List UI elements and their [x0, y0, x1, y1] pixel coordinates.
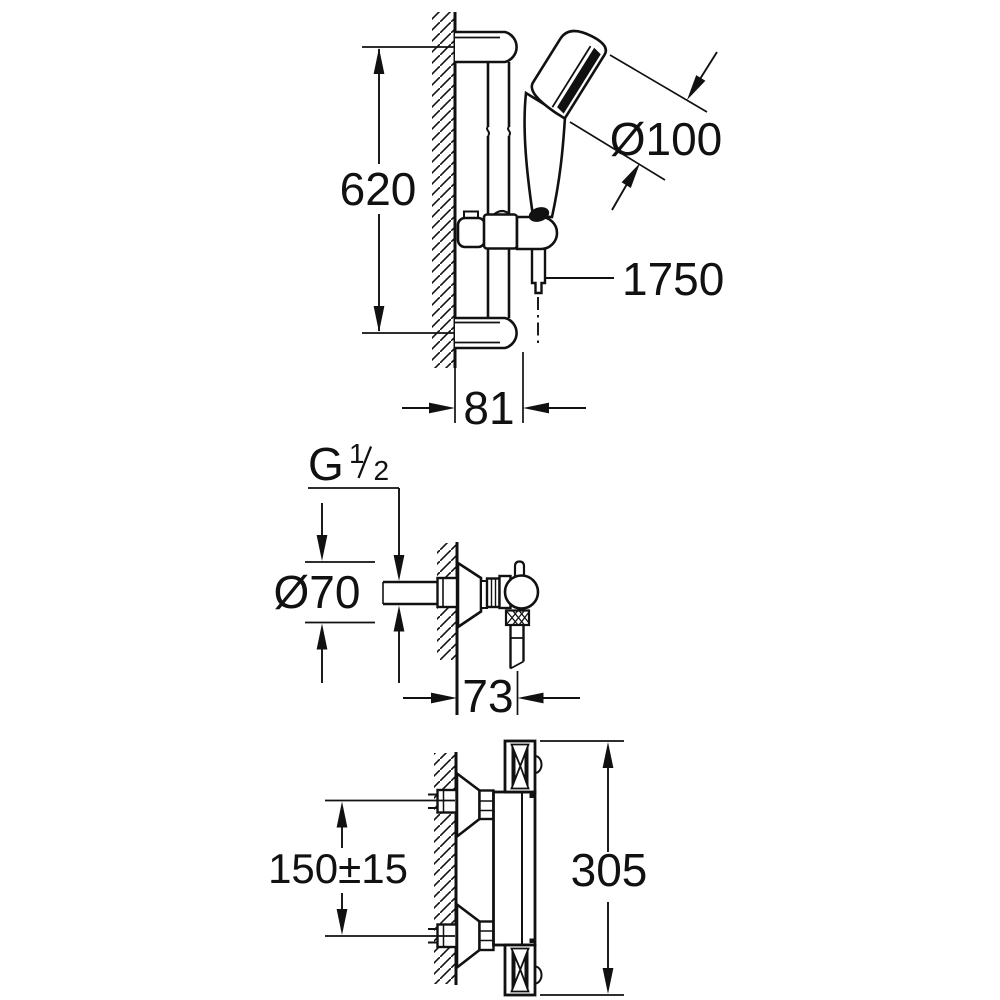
rail-bottom-bracket: [455, 316, 518, 350]
rail-break-symbol: [486, 126, 511, 137]
bottom-handle-grip-right: [524, 948, 529, 992]
label-rail-height: 620: [340, 163, 417, 215]
arrowhead-left: [517, 692, 544, 704]
arrowhead-down: [316, 535, 328, 561]
body-corner-mark-top: [529, 793, 534, 798]
top-handle-grip-left: [511, 744, 516, 789]
arrowhead-up: [336, 801, 348, 828]
arrowhead-right: [431, 692, 457, 704]
figure-wall-union: G 1 2 Ø70 73: [274, 438, 580, 722]
label-rosette-diameter: Ø70: [274, 566, 361, 618]
rail-top-bracket: [455, 30, 518, 64]
body-corner-mark-bottom: [529, 938, 534, 943]
dim-rail-height: 620: [340, 46, 455, 334]
arrowhead-left: [523, 402, 549, 414]
hex-nut: [436, 576, 459, 609]
slider-lock-knob: [456, 216, 487, 249]
dim-rosette-diameter: Ø70: [274, 503, 375, 683]
arrowhead-up: [393, 605, 405, 632]
dim-connection-distance: 150±15: [268, 799, 455, 937]
bottom-handle-grip-left: [511, 948, 516, 992]
label-wall-distance-rail: 81: [463, 382, 514, 434]
mixer-body: [492, 790, 537, 947]
dim-hose-length: 1750: [545, 253, 724, 305]
handshower-head: [530, 29, 608, 121]
bottom-union-nut-ribs: [479, 930, 494, 942]
figure-shower-rail-set: 620 Ø100 1750 81: [340, 12, 724, 434]
arrowhead-upper: [687, 75, 706, 100]
arrowhead-lower: [621, 163, 640, 188]
top-handle-grip-right: [524, 744, 529, 789]
hose-stub-break: [510, 637, 524, 670]
top-union-nut-ribs: [479, 800, 494, 812]
dim-thread-size: G 1 2: [308, 438, 405, 683]
knurl-crosshatch: [505, 610, 530, 626]
label-thread-numerator: 1: [349, 438, 365, 469]
label-total-height: 305: [571, 844, 648, 896]
slider-clamp: [482, 213, 519, 250]
bottom-escutcheon-cone: [455, 901, 481, 971]
label-thread-denominator: 2: [374, 455, 390, 486]
handle-cone-end: [528, 207, 550, 222]
thread-nipple: [383, 580, 438, 606]
wall-hatching: [434, 753, 456, 984]
figure-thermostat: 150±15 305: [268, 739, 648, 997]
bottom-handle-hourglass: [510, 947, 530, 993]
bottom-handle-clip: [534, 965, 543, 985]
swivel-nut-flats: [490, 578, 497, 607]
bottom-pipe-stub: [428, 928, 438, 944]
arrowhead-up: [316, 623, 328, 650]
top-pipe-stub: [428, 793, 438, 809]
label-head-diameter: Ø100: [610, 113, 723, 165]
arrowhead-up: [602, 742, 614, 768]
label-hose-length: 1750: [622, 253, 724, 305]
top-union-nut: [478, 789, 495, 821]
fraction-slash: [357, 446, 373, 479]
label-wall-distance-union: 73: [462, 670, 513, 722]
escutcheon-cone: [456, 560, 483, 630]
wall-hatching: [432, 12, 455, 368]
swivel-nut: [485, 577, 501, 609]
label-connection-distance: 150±15: [268, 845, 408, 892]
top-escutcheon-cone: [455, 770, 481, 840]
top-stub: [513, 560, 526, 576]
ball-joint: [503, 574, 540, 610]
arrowhead-down: [393, 555, 405, 581]
arrowhead-right: [429, 402, 455, 414]
arrowhead-up: [373, 48, 385, 74]
arrowhead-down: [336, 909, 348, 935]
dim-head-diameter: Ø100: [569, 51, 723, 211]
dim-total-height: 305: [540, 740, 648, 996]
dim-wall-distance-rail: 81: [402, 352, 586, 434]
spray-face-rim-line: [551, 45, 592, 108]
arrowhead-down: [373, 306, 385, 332]
label-thread-prefix: G: [308, 438, 344, 490]
top-handle-clip: [534, 755, 543, 774]
shower-hose: [530, 249, 547, 295]
bottom-union-nut: [478, 920, 495, 952]
spray-face: [557, 47, 601, 114]
shower-rail: [486, 62, 511, 318]
hose-stub: [509, 625, 525, 669]
top-handle-hourglass: [510, 743, 530, 790]
dim-wall-distance-union: 73: [403, 670, 580, 722]
arrowhead-down: [602, 968, 614, 994]
rail-bottom-bracket-line: [455, 321, 500, 344]
